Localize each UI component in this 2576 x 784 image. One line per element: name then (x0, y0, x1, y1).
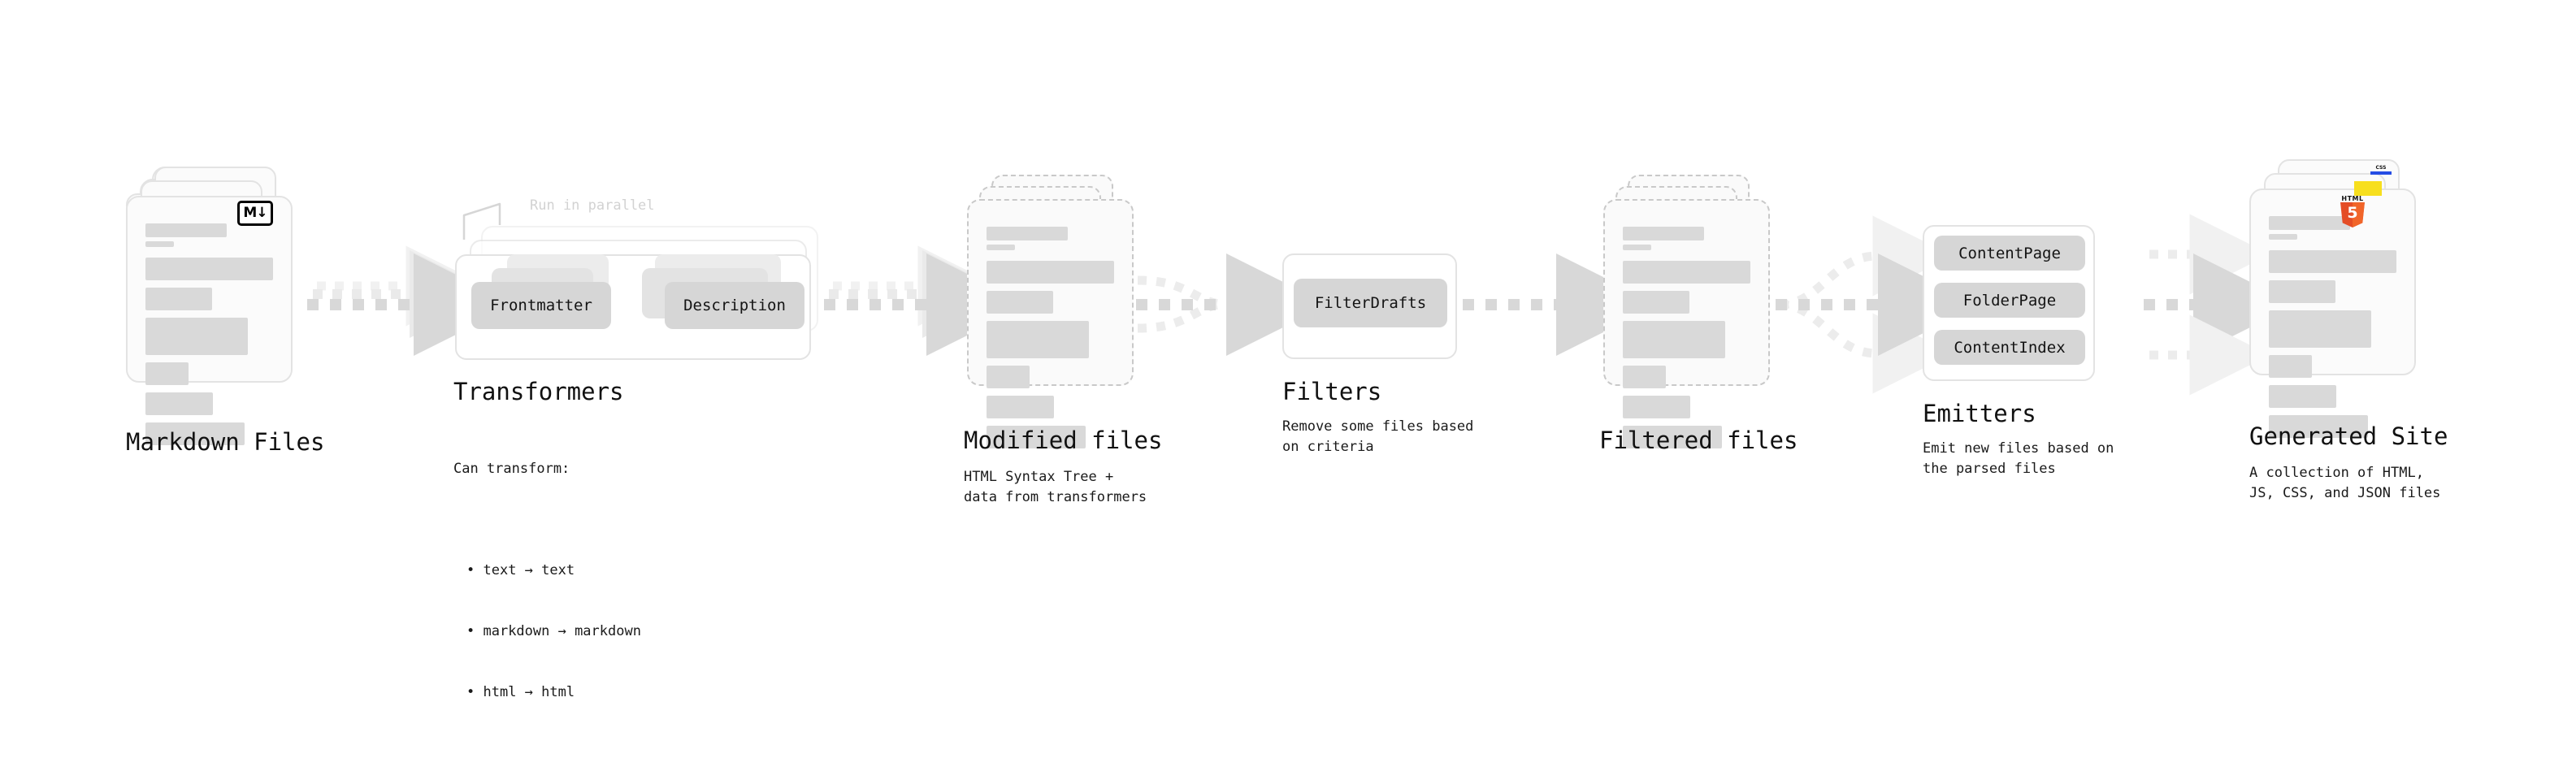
skeleton-bar (145, 223, 228, 237)
skeleton-bar (145, 258, 273, 280)
skeleton-bar (2269, 385, 2337, 408)
skeleton-bar (1623, 321, 1725, 358)
generated-site-skeleton (2269, 216, 2396, 445)
skeleton-bar (1623, 227, 1705, 240)
skeleton-bar (987, 245, 1015, 250)
chip-label: ContentIndex (1954, 338, 2066, 357)
modified-files-title: Modified files (964, 427, 1163, 454)
skeleton-bar (2269, 415, 2369, 438)
transformers-bullet-list: text → text markdown → markdown html → h… (453, 520, 641, 743)
markdown-file-skeleton (145, 223, 273, 453)
markdown-file-front (126, 196, 293, 445)
emitters-chip-folderpage[interactable]: FolderPage (1934, 283, 2085, 318)
transformers-chip-description[interactable]: Description (665, 282, 804, 329)
modified-file-front (967, 199, 1134, 448)
transformers-bullet: html → html (466, 682, 641, 703)
skeleton-bar (1623, 396, 1691, 418)
transformers-subtitle-line: Can transform: (453, 461, 570, 477)
filters-subtitle: Remove some files based on criteria (1282, 418, 1474, 455)
transformers-bullet: text → text (466, 561, 641, 581)
connector-emitters-to-site (2144, 214, 2296, 396)
emitters-subtitle: Emit new files based on the parsed files (1923, 440, 2114, 477)
skeleton-bar (2269, 234, 2297, 240)
modified-file-skeleton (987, 227, 1114, 456)
html5-badge-word: HTML (2341, 195, 2364, 202)
skeleton-bar (145, 362, 189, 385)
html5-badge: HTML 5 (2339, 195, 2366, 227)
connector-transformers-to-modified (824, 245, 1029, 356)
skeleton-bar (987, 321, 1089, 358)
chip-label: Frontmatter (490, 297, 592, 314)
chip-label: FolderPage (1962, 291, 2057, 310)
skeleton-bar (1623, 245, 1651, 250)
diagram-canvas: M↓ M↓ M↓ Markdown Files Run in parallel (0, 0, 2576, 681)
html5-badge-number: 5 (2347, 203, 2358, 222)
transformers-title: Transformers (453, 378, 624, 405)
filters-title: Filters (1282, 378, 1382, 405)
run-in-parallel-label: Run in parallel (530, 197, 655, 214)
css-badge-text: CSS (2375, 165, 2387, 171)
filtered-files-title: Filtered files (1599, 427, 1798, 454)
skeleton-bar (987, 261, 1114, 284)
markdown-files-title: Markdown Files (126, 428, 325, 456)
filters-chip-filterdrafts[interactable]: FilterDrafts (1294, 279, 1447, 327)
markdown-badge: M↓ (237, 201, 273, 226)
skeleton-bar (2269, 250, 2396, 273)
skeleton-bar (987, 227, 1069, 240)
generated-site-subtitle: A collection of HTML, JS, CSS, and JSON … (2249, 465, 2441, 501)
skeleton-bar (987, 291, 1053, 314)
skeleton-bar (987, 426, 1086, 448)
skeleton-bar (1623, 426, 1723, 448)
filtered-file-front (1603, 199, 1770, 448)
skeleton-bar (987, 366, 1030, 388)
filtered-file-skeleton (1623, 227, 1750, 456)
skeleton-bar (145, 318, 248, 355)
skeleton-bar (987, 396, 1055, 418)
modified-files-subtitle: HTML Syntax Tree + data from transformer… (964, 469, 1147, 505)
skeleton-bar (1623, 261, 1750, 284)
chip-label: FilterDrafts (1314, 294, 1427, 312)
emitters-title: Emitters (1923, 400, 2036, 427)
generated-site-title: Generated Site (2249, 422, 2448, 450)
chip-label: ContentPage (1958, 244, 2061, 262)
skeleton-bar (145, 422, 245, 445)
js-badge (2354, 181, 2382, 196)
html5-shield-icon: 5 (2340, 202, 2365, 227)
skeleton-bar (1623, 366, 1667, 388)
skeleton-bar (145, 241, 174, 247)
skeleton-bar (2269, 310, 2371, 348)
connector-markdown-to-transformers (307, 245, 516, 356)
generated-html-card (2249, 188, 2416, 438)
transformers-bullet: markdown → markdown (466, 622, 640, 642)
skeleton-bar (2269, 355, 2313, 378)
chip-label: Description (683, 297, 786, 314)
css-badge-bar (2370, 171, 2392, 175)
skeleton-bar (1623, 291, 1689, 314)
emitters-chip-contentindex[interactable]: ContentIndex (1934, 330, 2085, 365)
transformers-chip-frontmatter[interactable]: Frontmatter (471, 282, 611, 329)
connector-filtered-to-emitters (1776, 215, 1980, 394)
emitters-chip-contentpage[interactable]: ContentPage (1934, 236, 2085, 271)
transformers-subtitle: Can transform: text → text markdown → ma… (453, 418, 641, 784)
skeleton-bar (145, 288, 212, 310)
skeleton-bar (145, 392, 214, 415)
skeleton-bar (2269, 280, 2335, 303)
skeleton-bar (2269, 216, 2351, 230)
markdown-badge-text: M↓ (243, 205, 267, 221)
css-badge: CSS (2367, 165, 2395, 176)
connector-modified-to-filters (1136, 253, 1329, 356)
